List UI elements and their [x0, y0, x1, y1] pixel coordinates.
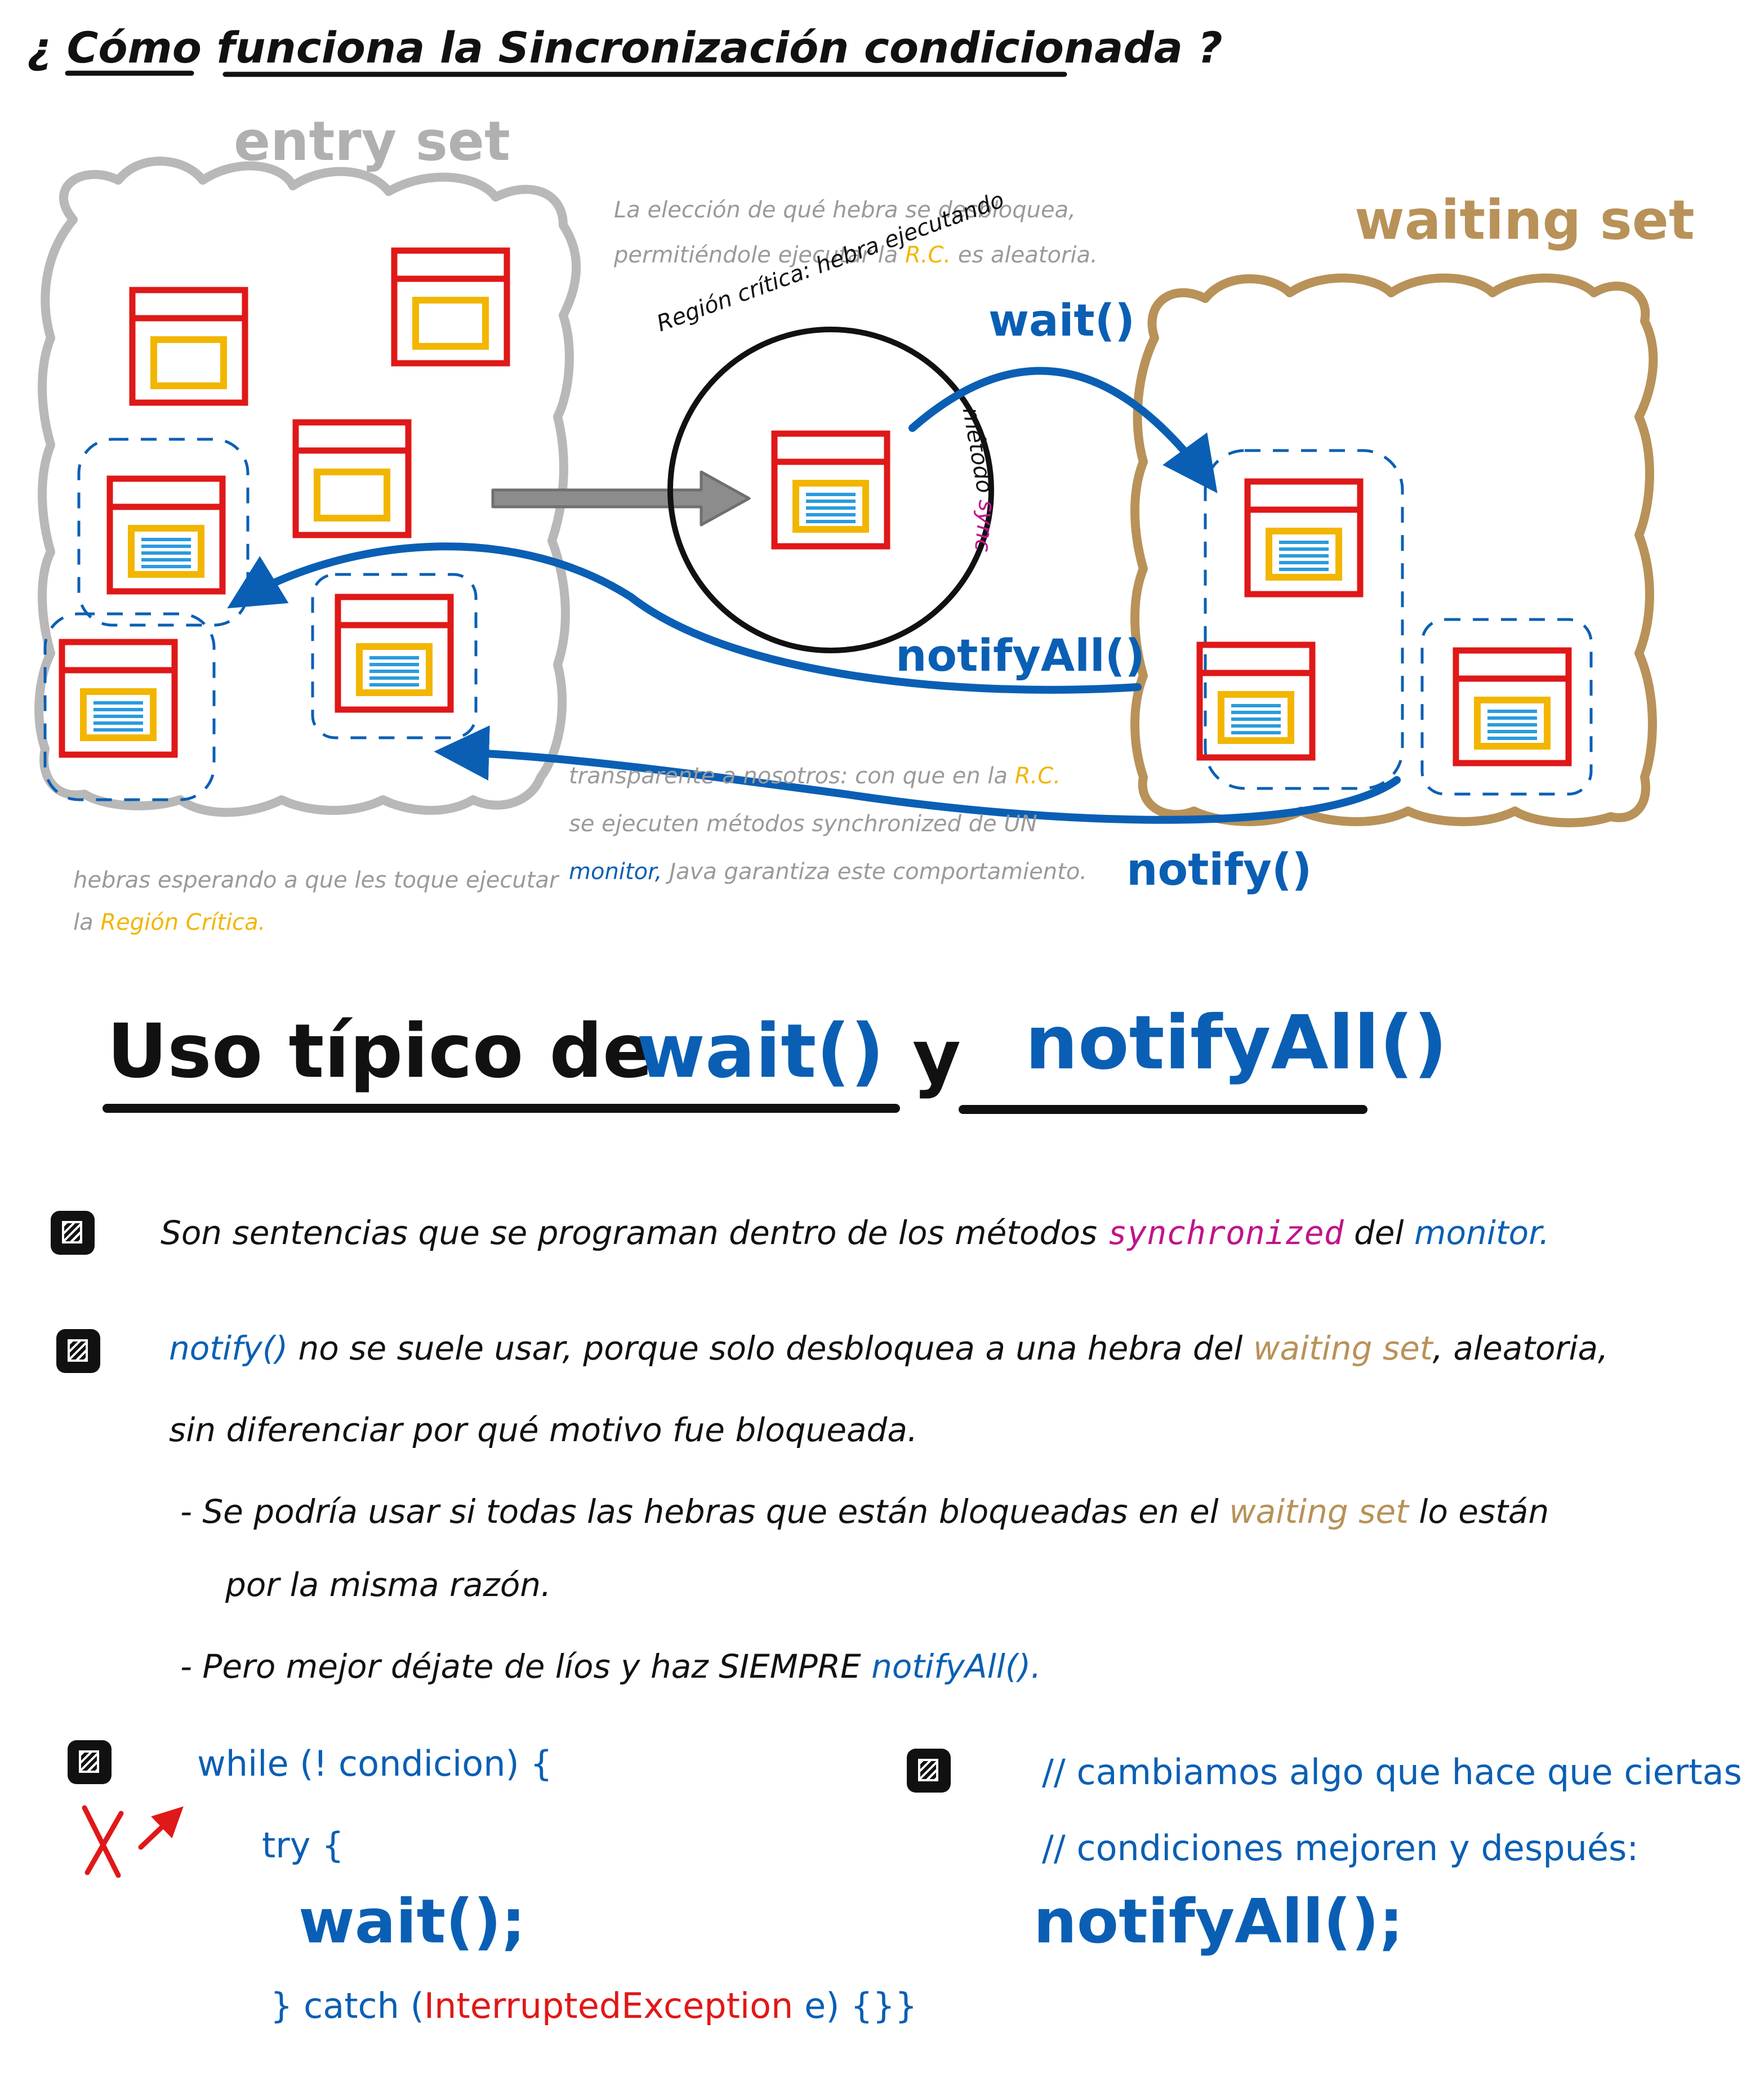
- note-transparent-line2: se ejecuten métodos synchronized de UN: [569, 811, 1037, 837]
- note-waiting-line1: hebras esperando a que les toque ejecuta…: [73, 867, 559, 893]
- title-question-open: ¿: [27, 23, 52, 73]
- bullet2-pre: no se suele usar, porque solo desbloquea…: [298, 1329, 1243, 1367]
- bullet1-sync: synchronized: [1107, 1214, 1344, 1252]
- note-transparent-rc: R.C.: [1014, 763, 1061, 789]
- section-y: y: [912, 1014, 961, 1100]
- bullet-icon-3: [68, 1740, 112, 1784]
- bullet1-text: Son sentencias que se programan dentro d…: [161, 1214, 1549, 1252]
- thread-entry-2: [394, 251, 507, 363]
- thread-entry-6: [338, 597, 451, 710]
- note-waiting-pre: la: [73, 910, 93, 935]
- title-text: Cómo funciona la Sincronización condicio…: [66, 23, 1183, 73]
- bullet2-sub1-post: lo están: [1419, 1492, 1549, 1531]
- code-left-exception: InterruptedException: [424, 1985, 794, 2026]
- note-random-rc: R.C.: [905, 242, 951, 268]
- note-random-line2: permitiéndole ejecutar la R.C. es aleato…: [614, 242, 1098, 268]
- bullet2-sub1: - Se podría usar si todas las hebras que…: [180, 1492, 1549, 1531]
- note-random-line1: La elección de qué hebra se desbloquea,: [614, 197, 1076, 223]
- bullet2-line2: sin diferenciar por qué motivo fue bloqu…: [169, 1411, 918, 1449]
- enter-arrow: [491, 470, 751, 527]
- waiting-set-cloud: [1130, 273, 1658, 827]
- thread-entry-4: [110, 479, 222, 591]
- notifyall-arrow: [227, 542, 1142, 694]
- code-left-line1: while (! condicion) {: [197, 1743, 553, 1784]
- note-transparent-monitor: monitor,: [569, 859, 662, 885]
- wait-arrow: [908, 367, 1218, 493]
- notifyall-arrow-label: notifyAll(): [896, 631, 1146, 681]
- note-transparent-line3: monitor, Java garantiza este comportamie…: [569, 859, 1087, 885]
- bullet2-sub2-pre: - Pero mejor déjate de líos y haz SIEMPR…: [180, 1647, 861, 1686]
- bullet2-notify: notify(): [169, 1329, 288, 1367]
- code-left-line2: try {: [262, 1825, 344, 1866]
- thread-running: [774, 434, 887, 546]
- thread-entry-3: [296, 422, 408, 535]
- bullet2-sub1-line2: por la misma razón.: [225, 1566, 551, 1604]
- notify-arrow: [434, 725, 1401, 824]
- bullet2-sub1-pre: - Se podría usar si todas las hebras que…: [180, 1492, 1219, 1531]
- code-left-post: e) {}}: [804, 1985, 917, 2026]
- code-left-line3: wait();: [299, 1887, 526, 1957]
- note-transparent-post: Java garantiza este comportamiento.: [669, 859, 1088, 885]
- title-question-close: ?: [1197, 23, 1223, 73]
- section-wait: wait(): [636, 1008, 885, 1095]
- red-pointer-arrow: [138, 1806, 184, 1850]
- code-left-catch: } catch (: [270, 1985, 424, 2026]
- critical-region-circle: [667, 327, 994, 653]
- bullet1-mid: del: [1353, 1214, 1404, 1252]
- thread-entry-5: [62, 642, 175, 755]
- code-right-line1: // cambiamos algo que hace que ciertas: [1042, 1751, 1742, 1793]
- notify-arrow-label: notify(): [1126, 845, 1312, 895]
- section-notifyall: notifyAll(): [1025, 1000, 1447, 1086]
- bullet-icon-2: [56, 1329, 100, 1373]
- bullet2-sub1-waiting: waiting set: [1229, 1492, 1409, 1531]
- code-right-line2: // condiciones mejoren y después:: [1042, 1828, 1639, 1869]
- bullet1-monitor: monitor.: [1414, 1214, 1550, 1252]
- entry-set-cloud: [34, 157, 581, 817]
- note-transparent-line1: transparente a nosotros: con que en la R…: [569, 763, 1061, 789]
- bullet2-sub2-call: notifyAll().: [871, 1647, 1041, 1686]
- note-waiting-line2: la Región Crítica.: [73, 910, 265, 935]
- code-right-line3: notifyAll();: [1034, 1887, 1404, 1957]
- note-random-pre: permitiéndole ejecutar la: [614, 242, 898, 268]
- note-random-post: es aleatoria.: [957, 242, 1098, 268]
- bullet1-pre: Son sentencias que se programan dentro d…: [161, 1214, 1098, 1252]
- bullet2-line1: notify() no se suele usar, porque solo d…: [169, 1329, 1608, 1367]
- note-transparent-pre: transparente a nosotros: con que en la: [569, 763, 1008, 789]
- red-cross: [82, 1805, 124, 1878]
- page-title: ¿ Cómo funciona la Sincronización condic…: [27, 23, 1223, 73]
- thread-waiting-2: [1200, 645, 1312, 757]
- circle-sync-label: sync: [969, 498, 1000, 553]
- note-waiting-region: Región Crítica.: [100, 910, 266, 935]
- thread-waiting-3: [1456, 650, 1569, 763]
- section-uso: Uso típico de: [107, 1008, 653, 1095]
- bullet-icon-1: [51, 1211, 95, 1255]
- code-left-line4: } catch (InterruptedException e) {}}: [270, 1985, 917, 2026]
- wait-arrow-label: wait(): [988, 296, 1135, 346]
- thread-entry-1: [132, 290, 245, 403]
- waiting-set-label: waiting set: [1355, 189, 1695, 252]
- bullet-icon-4: [907, 1749, 951, 1793]
- bullet2-post: , aleatoria,: [1432, 1329, 1609, 1367]
- bullet2-sub2: - Pero mejor déjate de líos y haz SIEMPR…: [180, 1647, 1041, 1686]
- entry-set-label: entry set: [234, 110, 510, 173]
- bullet2-waiting: waiting set: [1253, 1329, 1433, 1367]
- thread-waiting-1: [1248, 482, 1360, 594]
